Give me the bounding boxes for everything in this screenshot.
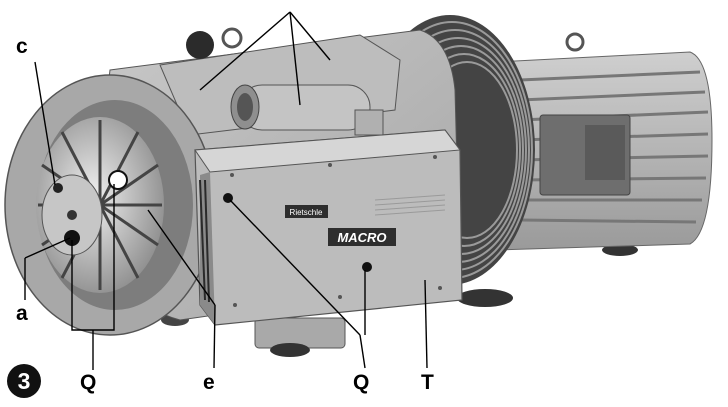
maker-plate-text: Rietschle	[290, 208, 323, 217]
callout-q-right: Q	[353, 371, 370, 394]
lifting-eye	[565, 32, 585, 52]
marker-dot-a	[64, 230, 80, 246]
callout-e: e	[203, 371, 215, 394]
model-badge-text: MACRO	[337, 230, 386, 245]
electric-motor	[494, 32, 713, 251]
exhaust-box: Rietschle MACRO	[194, 129, 463, 326]
maker-plate	[285, 205, 328, 218]
model-badge	[328, 228, 396, 246]
air-filter-housing	[239, 84, 371, 131]
side-vents	[199, 179, 210, 303]
callout-q-left: Q	[80, 371, 97, 394]
oil-filler-cap	[186, 31, 214, 59]
callout-a: a	[16, 302, 28, 325]
marker-dot-q-fan	[108, 170, 128, 190]
figure-number-badge: 3	[7, 364, 41, 398]
leader-lines	[24, 11, 428, 370]
base-feet	[161, 244, 638, 357]
fan-housing	[4, 74, 216, 336]
pump-lifting-eye	[221, 27, 243, 49]
box-grooves	[374, 194, 446, 216]
callout-t: T	[421, 371, 434, 394]
marker-dot-t	[362, 262, 372, 272]
callout-c: c	[16, 35, 28, 58]
